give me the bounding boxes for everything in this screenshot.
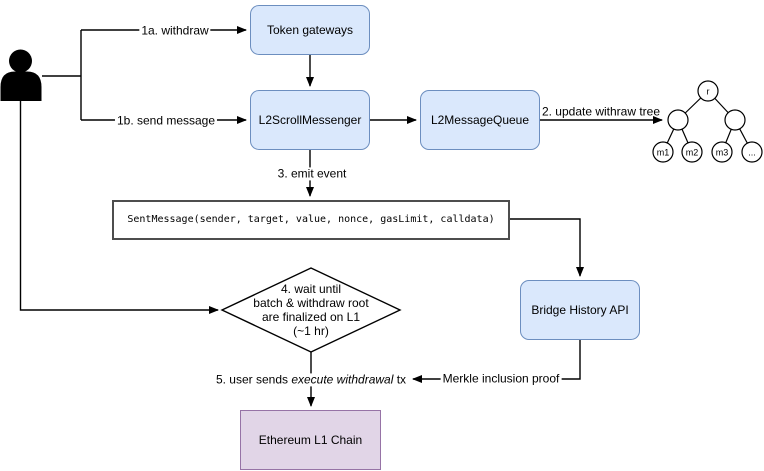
edge-label-5-execute-withdrawal: 5. user sends execute withdrawal tx (213, 372, 409, 387)
tree-leaf-label: m1 (657, 148, 670, 158)
tree-leaf-label: m2 (686, 148, 699, 158)
edge-label-1b-send-message: 1b. send message (114, 113, 218, 128)
l2-message-queue-node: L2MessageQueue (420, 90, 540, 150)
wait-condition-line: batch & withdraw root (253, 296, 369, 310)
token-gateways-node: Token gateways (250, 5, 370, 55)
edge-label-1a-withdraw: 1a. withdraw (139, 23, 211, 38)
withdraw-tree: r m1 m2 m3 ... (652, 80, 763, 163)
bridge-history-api-label: Bridge History API (531, 302, 629, 317)
tree-root-label: r (707, 87, 710, 97)
tree-leaf-label: ... (748, 148, 756, 158)
user-actor-icon (0, 49, 42, 101)
edge-label-3-emit-event: 3. emit event (275, 166, 349, 181)
step-5-suffix: tx (393, 372, 407, 387)
tree-node-internal-left (667, 109, 689, 131)
sent-message-event-label: SentMessage(sender, target, value, nonce… (127, 214, 495, 225)
wait-condition-line: 4. wait until (280, 282, 342, 296)
connector-user-branch (42, 30, 82, 120)
connector-event-to-bridge-api (510, 218, 584, 277)
bridge-history-api-node: Bridge History API (520, 280, 640, 340)
l2-message-queue-label: L2MessageQueue (430, 112, 530, 127)
ethereum-l1-chain-label: Ethereum L1 Chain (258, 432, 363, 447)
tree-node-root (697, 80, 719, 102)
tree-node-leaf-m3 (711, 141, 733, 163)
step-5-italic: execute withdrawal (291, 372, 394, 387)
tree-leaf-label: m3 (716, 148, 729, 158)
tree-node-leaf-m1 (652, 141, 674, 163)
wait-condition-text: 4. wait until batch & withdraw root are … (221, 281, 401, 339)
edge-label-2-update-withdraw-tree: 2. update withraw tree (541, 104, 661, 119)
tree-node-internal-right (724, 109, 746, 131)
l2-scroll-messenger-label: L2ScrollMessenger (258, 112, 362, 127)
tree-node-leaf-m2 (681, 141, 703, 163)
token-gateways-label: Token gateways (266, 22, 354, 37)
edge-label-merkle-inclusion-proof: Merkle inclusion proof (440, 371, 562, 386)
step-5-prefix: 5. user sends (215, 372, 292, 387)
wait-condition-line: are finalized on L1 (261, 310, 361, 324)
sent-message-event-node: SentMessage(sender, target, value, nonce… (112, 200, 510, 240)
tree-node-leaf-more (741, 141, 763, 163)
ethereum-l1-chain-node: Ethereum L1 Chain (240, 410, 381, 470)
connector-user-to-wait (19, 101, 219, 314)
wait-condition-line: (~1 hr) (293, 324, 329, 338)
l2-scroll-messenger-node: L2ScrollMessenger (250, 90, 370, 150)
wait-condition-diamond-shape (220, 267, 402, 353)
